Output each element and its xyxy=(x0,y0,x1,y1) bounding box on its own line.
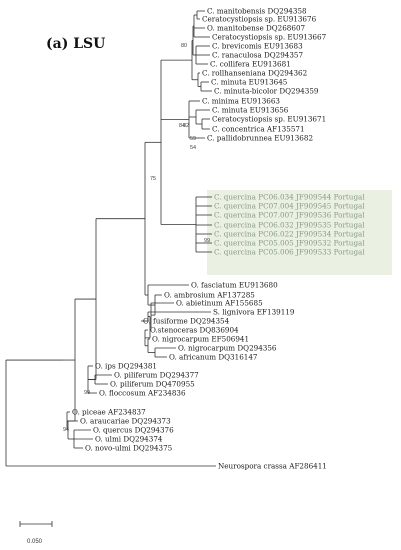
taxon-label: O.stenoceras DQ836904 xyxy=(150,326,239,335)
bootstrap-value: 94 xyxy=(63,427,69,433)
taxon-label: O. piceae AF234837 xyxy=(72,408,146,417)
quercina-clade-highlight xyxy=(207,190,392,275)
taxon-label: Ceratocystiopsis sp. EU913671 xyxy=(212,115,326,124)
taxon-label: O. floccosum AF234836 xyxy=(99,389,186,398)
bootstrap-value: 99 xyxy=(204,238,210,244)
taxon-label: C. quercina PC07.004 JF909545 Portugal xyxy=(214,202,365,211)
bootstrap-value: 84 xyxy=(179,123,185,129)
taxon-label: C. quercina PC07.007 JF909536 Portugal xyxy=(214,211,365,220)
taxon-label: C. quercina PC05.005 JF909532 Portugal xyxy=(214,239,365,248)
taxon-label: O. novo-ulmi DQ294375 xyxy=(85,444,173,453)
taxon-label: C. quercina PC05.006 JF909533 Portugal xyxy=(214,248,365,257)
taxon-label: C. collifera EU913681 xyxy=(210,60,291,69)
taxon-label: O. ulmi DQ294374 xyxy=(95,435,163,444)
taxon-label: C. pallidobrunnea EU913682 xyxy=(207,134,313,143)
bootstrap-value: 99 xyxy=(84,390,90,396)
taxon-label: Ceratocystiopsis sp. EU913667 xyxy=(212,33,327,42)
taxon-label: C. manitobensis DQ294358 xyxy=(207,7,307,16)
taxon-label: O. abietinum AF155685 xyxy=(176,299,263,308)
taxon-label: O. manitobense DQ268607 xyxy=(207,24,306,33)
taxon-label: O. piliferum DQ294377 xyxy=(114,371,199,380)
taxon-label: O. fasciatum EU913680 xyxy=(191,281,278,290)
taxon-label: O. quercus DQ294376 xyxy=(93,426,174,435)
taxon-label: S. lignivora EF139119 xyxy=(213,308,295,317)
taxon-label: O. ips DQ294381 xyxy=(95,362,157,371)
taxon-label: C. minima EU913663 xyxy=(202,97,280,106)
bootstrap-value: 54 xyxy=(190,145,196,151)
taxon-label: Neurospora crassa AF286411 xyxy=(218,462,327,471)
taxon-label: O. fusiforme DQ294354 xyxy=(143,317,230,326)
taxon-labels: C. manitobensis DQ294358Ceratocystiopsis… xyxy=(72,7,365,471)
taxon-label: O. ambrosium AF137285 xyxy=(164,291,255,300)
taxon-label: C. quercina PC06.022 JF909534 Portugal xyxy=(214,230,365,239)
taxon-label: O. nigrocarpum DQ294356 xyxy=(178,344,277,353)
bootstrap-value: 59 xyxy=(190,136,196,142)
bootstrap-value: 75 xyxy=(150,176,156,182)
taxon-label: C. minuta EU913645 xyxy=(211,78,288,87)
scale-bar-label: 0.050 xyxy=(27,539,43,545)
taxon-label: C. ranaculosa DQ294357 xyxy=(212,51,304,60)
taxon-label: C. minuta-bicolor DQ294359 xyxy=(214,87,319,96)
taxon-label: C. concentrica AF135571 xyxy=(212,125,305,134)
taxon-label: O. africanum DQ316147 xyxy=(169,353,258,362)
taxon-label: O. nigrocarpum EF506941 xyxy=(152,335,249,344)
taxon-label: C. quercina PC06.034 JF909544 Portugal xyxy=(214,193,365,202)
scale-bar: 0.050 xyxy=(19,521,53,545)
taxon-label: O. araucariae DQ294373 xyxy=(80,417,171,426)
taxon-label: Ceratocystiopsis sp. EU913676 xyxy=(202,15,317,24)
taxon-label: O. piliferum DQ470955 xyxy=(110,380,195,389)
figure-title: (a) LSU xyxy=(46,36,105,52)
taxon-label: C. brevicomis EU913683 xyxy=(212,42,303,51)
bootstrap-value: 80 xyxy=(181,43,187,49)
bootstrap-value: 82 xyxy=(183,123,189,129)
taxon-label: C. quercina PC06.032 JF909535 Portugal xyxy=(214,221,365,230)
taxon-label: C. rollhanseniana DQ294362 xyxy=(202,69,307,78)
taxon-label: C. minuta EU913656 xyxy=(212,106,289,115)
tree-branches xyxy=(5,10,216,467)
